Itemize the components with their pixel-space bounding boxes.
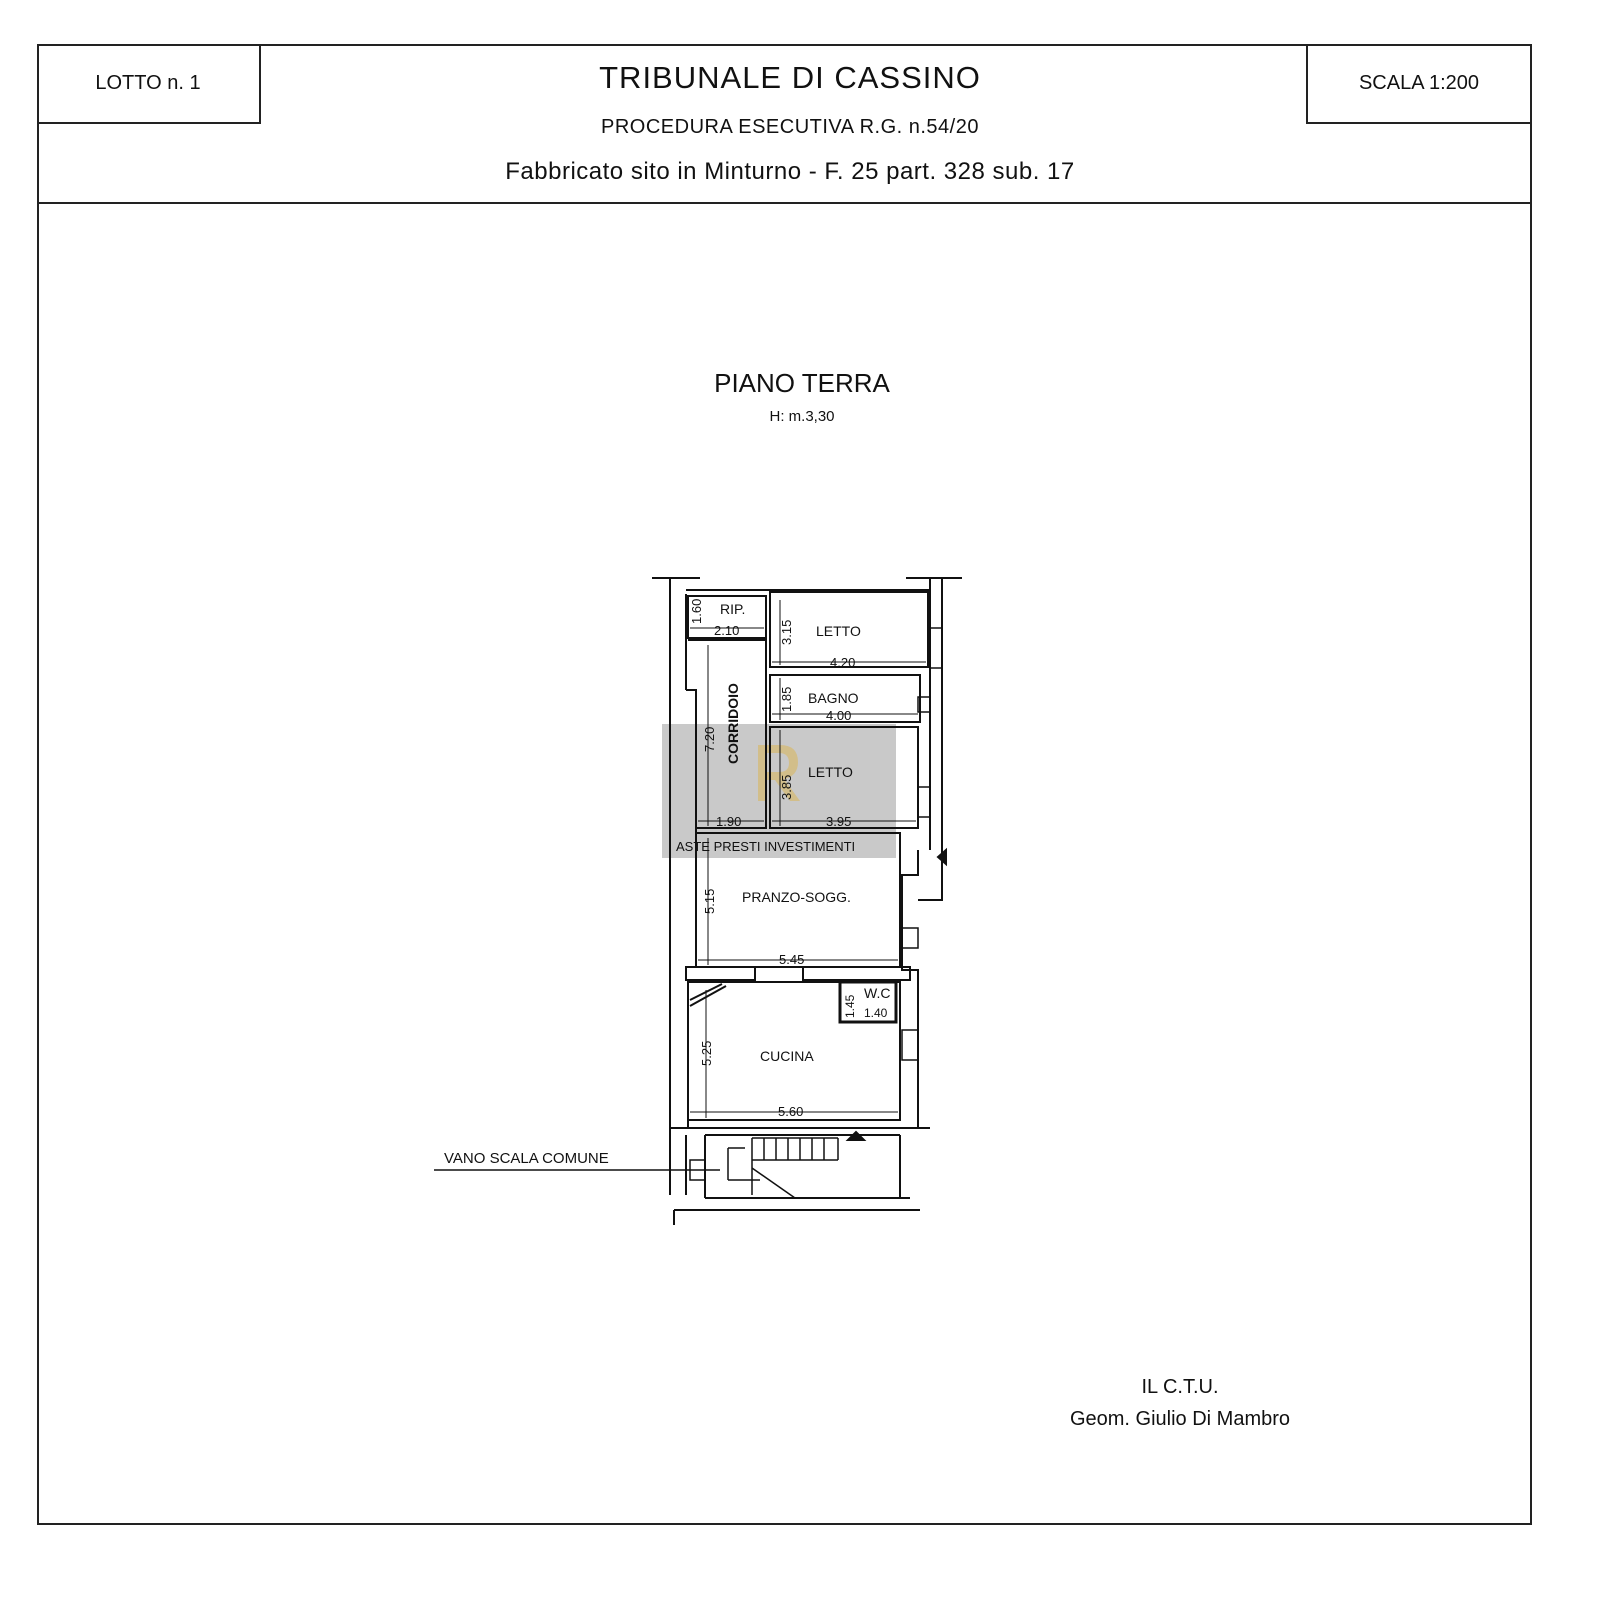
floor-name: PIANO TERRA xyxy=(714,368,890,398)
bagno-dim-h: 4.00 xyxy=(826,708,851,723)
rip-dim-h: 2.10 xyxy=(714,623,739,638)
stairs xyxy=(727,1137,839,1199)
signature-role: IL C.T.U. xyxy=(1141,1376,1219,1398)
room-letto-1 xyxy=(769,591,929,668)
room-cucina xyxy=(687,981,901,1121)
bagno-dim-v: 1.85 xyxy=(779,687,794,712)
pranzo-label: PRANZO-SOGG. xyxy=(742,889,851,905)
room-letto-2 xyxy=(769,726,919,829)
letto1-dim-h: 4.20 xyxy=(830,655,855,670)
cucina-label: CUCINA xyxy=(760,1048,814,1064)
room-corridoio xyxy=(688,639,767,829)
corridoio-label: CORRIDOIO xyxy=(725,683,741,764)
property-location: Fabbricato sito in Minturno - F. 25 part… xyxy=(505,158,1075,185)
pranzo-dim-h: 5.45 xyxy=(779,952,804,967)
bagno-label: BAGNO xyxy=(808,690,859,706)
lot-box: LOTTO n. 1 xyxy=(37,44,261,124)
stair-label: VANO SCALA COMUNE xyxy=(444,1150,609,1167)
watermark-text: ASTE PRESTI INVESTIMENTI xyxy=(676,839,855,854)
dimension-lines xyxy=(690,600,926,1118)
cucina-dim-h: 5.60 xyxy=(778,1104,803,1119)
letto2-label: LETTO xyxy=(808,764,853,780)
wall-partition-right xyxy=(802,966,911,981)
outer-walls xyxy=(652,577,962,1225)
rip-dim-v: 1.60 xyxy=(689,599,704,624)
header-divider xyxy=(37,202,1531,204)
scale-box: SCALA 1:200 xyxy=(1306,44,1530,124)
room-rip xyxy=(687,595,767,639)
wc-label: W.C xyxy=(864,985,890,1001)
rip-label: RIP. xyxy=(720,601,745,617)
signature-name: Geom. Giulio Di Mambro xyxy=(1069,1408,1291,1430)
court-title: TRIBUNALE DI CASSINO xyxy=(599,60,981,95)
letto1-label: LETTO xyxy=(816,623,861,639)
corridoio-dim-h: 1.90 xyxy=(716,814,741,829)
procedure-number: PROCEDURA ESECUTIVA R.G. n.54/20 xyxy=(601,116,979,138)
letto1-dim-v: 3.15 xyxy=(779,620,794,645)
windows xyxy=(689,627,943,1181)
cucina-dim-v: 5.25 xyxy=(699,1041,714,1066)
entrance-arrow-icon xyxy=(845,1130,867,1141)
letto2-dim-v: 3.85 xyxy=(779,775,794,800)
wall-partition-left xyxy=(685,966,756,981)
corridoio-dim-v: 7.20 xyxy=(702,727,717,752)
room-pranzo xyxy=(695,832,901,968)
room-bagno xyxy=(769,674,921,723)
watermark-r-mark xyxy=(758,745,800,801)
wc-dim-v: 1.45 xyxy=(843,994,857,1018)
drawing-frame xyxy=(37,44,1532,1525)
entrance-arrow-icon xyxy=(936,847,947,867)
floor-height: H: m.3,30 xyxy=(769,408,835,425)
pranzo-dim-v: 5.15 xyxy=(702,889,717,914)
watermark-logo: ASTE PRESTI INVESTIMENTI xyxy=(662,724,896,858)
wc-dim-h: 1.40 xyxy=(864,1006,888,1020)
letto2-dim-h: 3.95 xyxy=(826,814,851,829)
